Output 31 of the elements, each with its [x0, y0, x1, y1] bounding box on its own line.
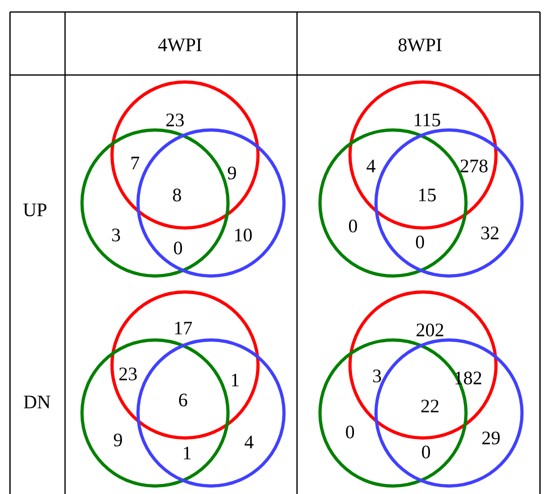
venn-count: 115 [414, 114, 440, 126]
venn-count: 9 [228, 166, 236, 180]
venn-count: 7 [132, 156, 140, 170]
venn-count: 278 [460, 160, 488, 172]
venn-count: 0 [348, 220, 358, 232]
venn-count: 22 [421, 400, 438, 412]
venn-count: 8 [172, 188, 182, 202]
venn-count: 32 [481, 226, 498, 240]
venn-count: 202 [416, 324, 444, 336]
venn-count: 0 [416, 236, 424, 248]
venn-count: 9 [114, 434, 122, 446]
venn-count: 0 [174, 242, 182, 254]
venn-count: 0 [422, 446, 430, 458]
venn-count: 23 [166, 114, 184, 126]
column-header: 4WPI [158, 38, 202, 52]
row-label: UP [23, 204, 46, 216]
venn-count: 0 [346, 426, 354, 438]
venn-count: 3 [112, 228, 120, 242]
venn-count: 17 [175, 322, 192, 334]
venn-count: 10 [235, 228, 252, 242]
venn-count: 15 [419, 188, 436, 202]
venn-count: 1 [184, 446, 191, 460]
venn-count: 6 [179, 394, 188, 406]
venn-count: 3 [373, 370, 381, 382]
venn-count: 4 [244, 436, 254, 448]
venn-count: 29 [482, 432, 500, 444]
row-label: DN [24, 396, 50, 408]
venn-count: 4 [366, 160, 376, 172]
venn-count: 1 [232, 374, 239, 386]
venn-count: 23 [119, 368, 137, 380]
column-header: 8WPI [398, 38, 442, 52]
